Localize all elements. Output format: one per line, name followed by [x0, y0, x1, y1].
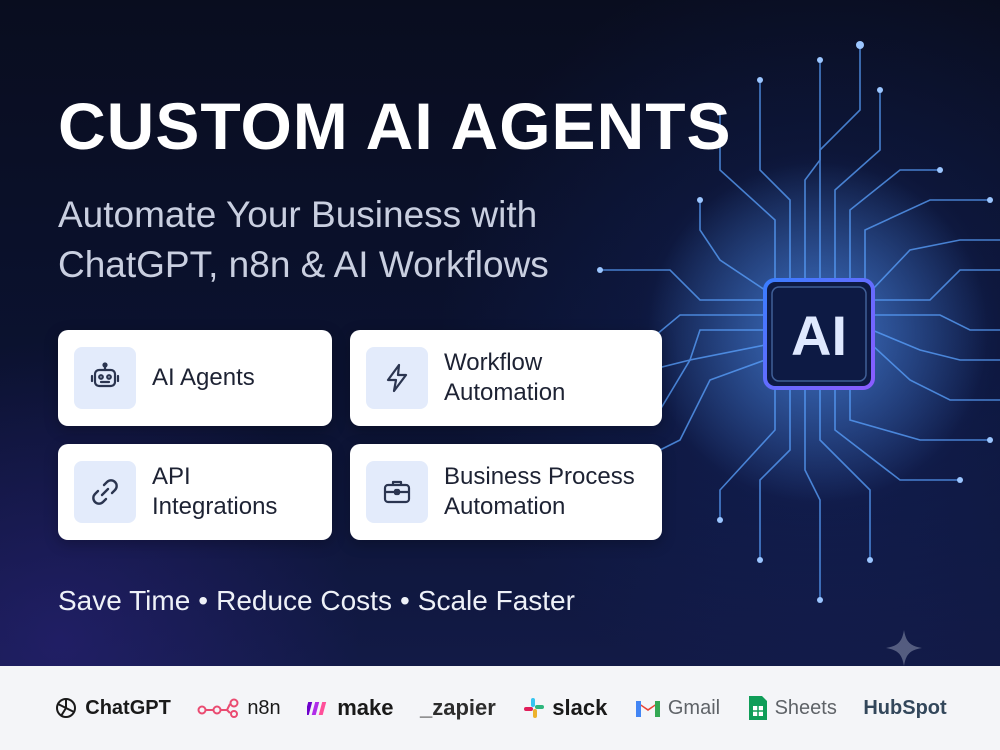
service-label: Business Process Automation — [444, 463, 635, 520]
service-label: AI Agents — [152, 364, 255, 391]
lightning-icon — [366, 347, 428, 409]
tagline-item: Reduce Costs — [216, 585, 392, 616]
tagline-separator: • — [399, 585, 410, 616]
logo-n8n: n8n — [197, 696, 281, 720]
logo-sheets: Sheets — [747, 694, 837, 722]
tagline-item: Save Time — [58, 585, 191, 616]
logo-label: slack — [552, 695, 608, 720]
logo-make: make — [307, 695, 393, 721]
make-icon — [307, 702, 327, 715]
page-title: CUSTOM AI AGENTS — [58, 89, 732, 163]
service-card-ai-agents: AI Agents — [58, 330, 332, 426]
hero-banner: AI CUSTOM AI AGENTS Automate Your Busine… — [0, 0, 1000, 666]
gmail-icon — [635, 701, 660, 717]
robot-icon — [74, 347, 136, 409]
logo-label: _zapier — [419, 695, 496, 720]
tagline: Save Time•Reduce Costs•Scale Faster — [58, 585, 575, 617]
integration-logos-bar: ChatGPT n8n make _zapier slack — [0, 666, 1000, 750]
logo-label: Gmail — [667, 696, 721, 719]
service-card-workflow-automation: Workflow Automation — [350, 330, 662, 426]
logo-label: make — [337, 695, 394, 720]
logo-slack: slack — [522, 695, 607, 721]
tagline-item: Scale Faster — [417, 585, 575, 616]
slack-icon — [524, 698, 545, 718]
n8n-icon — [197, 698, 239, 718]
ai-chip — [763, 278, 875, 390]
service-label: API Integrations — [152, 463, 278, 520]
logo-label: n8n — [247, 696, 281, 719]
sparkle-icon — [886, 630, 922, 666]
service-card-api-integrations: API Integrations — [58, 444, 332, 540]
service-label: Workflow Automation — [444, 349, 566, 406]
logo-gmail: Gmail — [634, 697, 720, 720]
page-subtitle: Automate Your Business with ChatGPT, n8n… — [58, 194, 549, 285]
link-icon — [74, 461, 136, 523]
service-card-business-process-automation: Business Process Automation — [350, 444, 662, 540]
sheets-icon — [748, 696, 767, 720]
logo-hubspot: HubSpot — [863, 697, 946, 720]
chip-label: AI — [791, 304, 847, 367]
circuit-board-graphic: AI — [577, 41, 1000, 603]
logo-chatgpt: ChatGPT — [53, 695, 171, 721]
briefcase-icon — [366, 461, 428, 523]
logo-label: HubSpot — [863, 696, 947, 719]
tagline-separator: • — [198, 585, 209, 616]
logo-label: ChatGPT — [85, 696, 171, 719]
openai-icon — [56, 698, 77, 718]
logo-zapier: _zapier — [420, 695, 496, 721]
logo-label: Sheets — [774, 696, 837, 719]
